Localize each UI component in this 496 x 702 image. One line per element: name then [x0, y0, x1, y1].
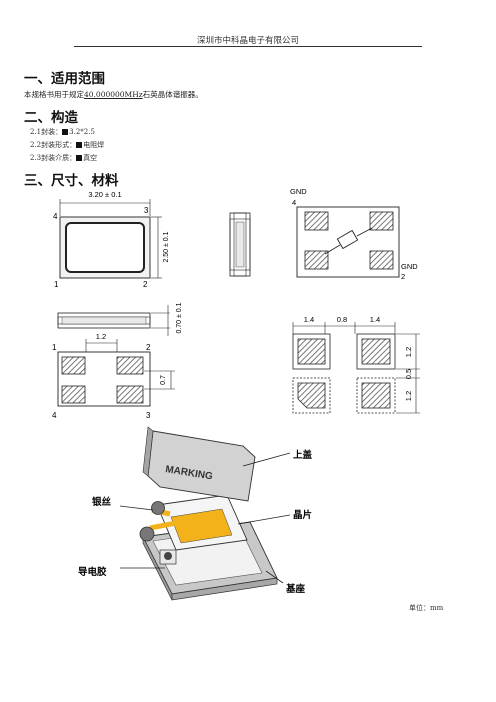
pad-4 [304, 211, 329, 231]
spec-form-label: 2.2封装形式： [30, 141, 77, 149]
silver-wire-dot-bottom [139, 526, 155, 542]
land-dim-y-3: 1.2 [404, 391, 413, 401]
unit-label: 单位：mm [409, 604, 444, 612]
spec-medium: 2.3封装介质： 真空 [30, 153, 97, 163]
crystal-electrode [170, 508, 233, 544]
pin-2-label: 2 [143, 280, 148, 289]
scope-text: 本规格书用于规定40.000000MHz石英晶体谐振器。 [24, 89, 203, 100]
thickness-dimension: 0.70 ± 0.1 [176, 302, 183, 333]
section-1-title: 一、适用范围 [24, 71, 105, 87]
frequency-value: 40.000000MHz [84, 90, 143, 99]
land-dim-x-1: 1.4 [304, 315, 314, 324]
gnd-label-top: GND [290, 187, 307, 196]
header-divider [74, 46, 422, 47]
land-dim-y-1: 1.2 [404, 347, 413, 357]
gnd-label-bottom: GND [401, 262, 418, 271]
pin-4-label: 4 [53, 212, 58, 221]
bottom-pin-3-label: 3 [146, 411, 151, 420]
bottom-view: 1.2 1 2 4 3 0.7 [52, 332, 175, 420]
side-view-vertical [229, 212, 251, 277]
bottom-pin-2-label: 2 [146, 343, 151, 352]
spec-package: 2.1封装： 3.2*2.5 [30, 127, 95, 137]
checkbox-icon [76, 141, 83, 148]
pad-layout-view: GND 4 GND 2 [290, 187, 418, 281]
lid-component [147, 430, 256, 502]
scope-text-before: 本规格书用于规定 [24, 90, 84, 99]
lid-outline [65, 222, 145, 273]
checkbox-icon [62, 128, 69, 135]
top-width-dimension: 3.20 ± 0.1 [88, 190, 121, 199]
crystal-callout: 晶片 [293, 509, 312, 521]
spec-form: 2.2封装形式： 电阻焊 [30, 140, 104, 150]
land-dim-x-2: 0.8 [337, 315, 347, 324]
spec-package-label: 2.1封装： [30, 128, 63, 136]
top-height-dimension: 2.50 ± 0.1 [163, 231, 170, 262]
spec-package-value: 3.2*2.5 [69, 128, 95, 136]
lid-callout: 上盖 [293, 449, 313, 461]
section-2-title: 二、构造 [24, 110, 78, 126]
side-view-horizontal: 0.70 ± 0.1 [57, 302, 183, 336]
scope-text-after: 石英晶体谐振器。 [142, 90, 203, 99]
checkbox-icon [76, 154, 83, 161]
top-view: 3.20 ± 0.1 4 3 1 2 2.50 ± 0.1 [53, 190, 170, 289]
exploded-assembly: MARKING 上盖 银丝 晶片 导电胶 基座 [78, 426, 313, 601]
pad-spacing-dimension: 1.2 [96, 332, 106, 341]
pad-3 [369, 211, 394, 231]
company-header: 深圳市中科晶电子有限公司 [196, 36, 299, 46]
bottom-pin-4-label: 4 [52, 411, 57, 420]
spec-medium-label: 2.3封装介质： [30, 154, 77, 162]
land-dim-x-3: 1.4 [370, 315, 380, 324]
spec-form-value: 电阻焊 [83, 141, 105, 149]
pad-2 [369, 250, 394, 270]
pin-3-label: 3 [144, 206, 149, 215]
land-dim-y-2: 0.5 [404, 369, 413, 379]
pcb-pin-4-label: 4 [292, 198, 296, 207]
glue-callout: 导电胶 [78, 566, 107, 578]
land-pattern: 1.4 0.8 1.4 1.2 0.5 1.2 [292, 315, 420, 414]
pad-1 [304, 250, 329, 270]
pin-1-label: 1 [54, 280, 59, 289]
pcb-pin-2-label: 2 [401, 272, 405, 281]
section-3-title: 三、尺寸、材料 [24, 173, 119, 189]
spec-medium-value: 真空 [83, 154, 98, 162]
bottom-pin-1-label: 1 [52, 343, 57, 352]
wire-callout: 银丝 [92, 496, 112, 508]
base-callout: 基座 [285, 583, 306, 595]
crystal-icon [336, 229, 359, 250]
pad-size-dimension: 0.7 [160, 375, 167, 385]
silver-wire-dot-top [151, 501, 165, 515]
